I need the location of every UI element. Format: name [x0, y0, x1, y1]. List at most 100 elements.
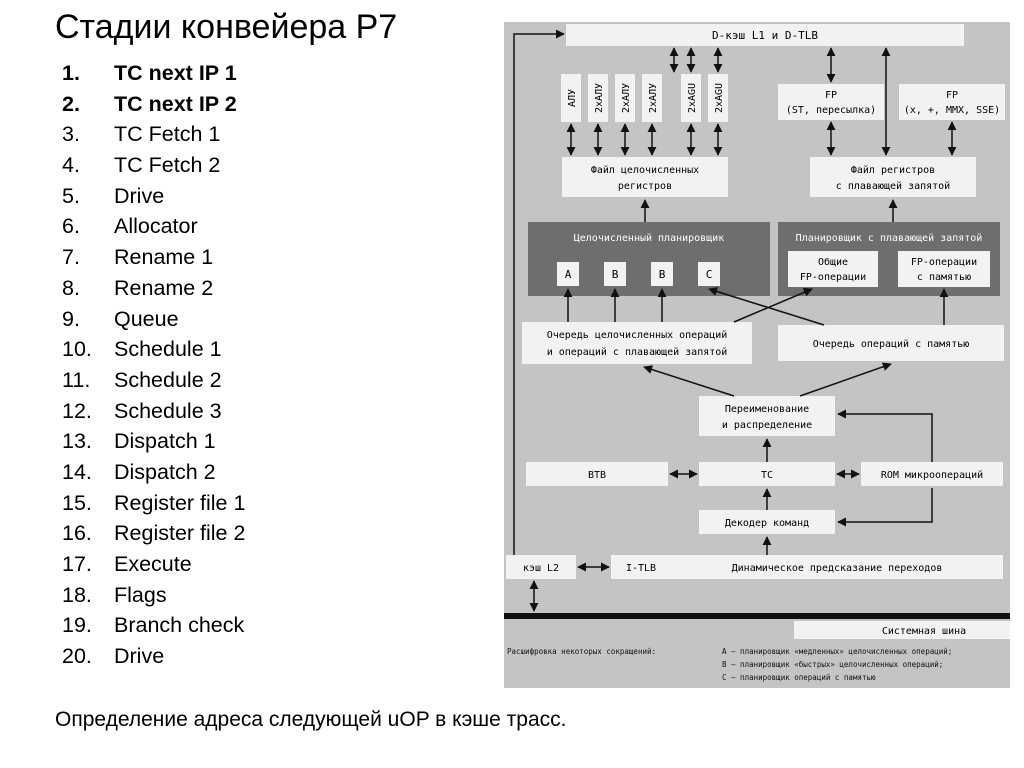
sched-box-c: C — [698, 262, 720, 286]
stage-label: Register file 2 — [114, 521, 246, 546]
pipeline-stage-item: 4. TC Fetch 2 — [62, 150, 245, 181]
stage-label: Rename 1 — [114, 245, 214, 270]
svg-text:2хAGU: 2хAGU — [714, 83, 725, 113]
svg-text:ROM микроопераций: ROM микроопераций — [881, 469, 983, 481]
svg-text:регистров: регистров — [618, 181, 672, 192]
stage-label: Branch check — [114, 613, 245, 638]
legend-item: A – планировщик «медленных» целочисленны… — [722, 647, 952, 656]
l2-cache-box: кэш L2 — [506, 555, 576, 579]
fp-common-ops: Общие FP-операции — [788, 251, 878, 287]
stage-label: Execute — [114, 552, 192, 576]
stage-label: Rename 2 — [114, 275, 214, 300]
stage-number: 17. — [62, 552, 92, 576]
pipeline-stage-item: 1. TC next IP 1 — [62, 58, 245, 89]
pipeline-stage-item: 14.Dispatch 2 — [62, 457, 245, 488]
svg-text:B: B — [612, 268, 619, 281]
pipeline-stage-item: 5.Drive — [62, 181, 245, 212]
svg-text:FP-операции: FP-операции — [800, 272, 866, 283]
legend-title: Расшифровка некоторых сокращений: — [507, 647, 656, 656]
stage-label: Drive — [114, 183, 165, 208]
stage-number: 2. — [62, 91, 80, 116]
stage-label: TC Fetch 2 — [114, 153, 221, 178]
stage-number: 14. — [62, 459, 92, 484]
stage-label: Schedule 2 — [114, 367, 222, 392]
pipeline-stage-item: 13. Dispatch 1 — [62, 426, 245, 457]
pipeline-stage-item: 12.Schedule 3 — [62, 396, 245, 427]
sched-box-a: A — [557, 262, 579, 286]
stage-number: 13. — [62, 429, 92, 454]
svg-text:Переименование: Переименование — [725, 404, 809, 415]
dcache-box: D-кэш L1 и D-TLB — [566, 24, 964, 46]
stage-number: 10. — [62, 337, 92, 362]
slide-title: Стадии конвейера P7 — [55, 8, 398, 46]
fp-unit-store: FP (ST, пересылка) — [778, 84, 884, 120]
stage-number: 15. — [62, 490, 92, 515]
svg-text:Системная шина: Системная шина — [882, 626, 966, 637]
system-bus-line — [504, 613, 1010, 619]
pipeline-stage-item: 9.Queue — [62, 304, 245, 335]
stage-number: 4. — [62, 153, 80, 178]
stage-label: TC next IP 2 — [114, 91, 237, 116]
svg-text:A: A — [565, 268, 572, 281]
pipeline-stage-item: 20.Drive — [62, 641, 245, 672]
trace-cache-box: TC — [699, 462, 835, 486]
svg-text:с плавающей запятой: с плавающей запятой — [836, 180, 950, 192]
svg-text:BTB: BTB — [588, 470, 606, 481]
stage-label: TC Fetch 1 — [114, 122, 221, 147]
alu-unit: 2хАЛУ — [615, 74, 635, 122]
fp-unit-alu: FP (x, +, MMX, SSE) — [899, 84, 1005, 120]
svg-text:C: C — [706, 268, 713, 281]
svg-text:(ST, пересылка): (ST, пересылка) — [786, 105, 876, 116]
svg-text:Целочисленный планировщик: Целочисленный планировщик — [574, 232, 725, 244]
stage-label: Queue — [114, 306, 179, 331]
svg-text:FP: FP — [825, 90, 837, 101]
stage-number: 1. — [62, 61, 80, 85]
stage-label: Dispatch 1 — [114, 429, 216, 454]
svg-text:2хАЛУ: 2хАЛУ — [648, 83, 659, 113]
alu-unit: АЛУ — [561, 74, 581, 122]
pipeline-stage-item: 10.Schedule 1 — [62, 334, 245, 365]
svg-text:Файл целочисленных: Файл целочисленных — [591, 164, 699, 176]
svg-text:с памятью: с памятью — [917, 272, 971, 283]
sched-box-b2: B — [651, 262, 673, 286]
agu-unit: 2хAGU — [681, 74, 701, 122]
int-register-file: Файл целочисленных регистров — [562, 157, 728, 197]
svg-text:Общие: Общие — [818, 256, 848, 268]
stage-number: 8. — [62, 275, 80, 300]
branch-predictor-box: Динамическое предсказание переходов — [671, 555, 1003, 579]
p7-architecture-diagram: D-кэш L1 и D-TLB АЛУ 2хАЛУ 2хАЛУ 2хАЛУ 2… — [504, 22, 1010, 688]
stage-label: Register file 1 — [114, 490, 246, 515]
system-bus-label-box: Системная шина — [794, 621, 1010, 639]
pipeline-stage-item: 2. TC next IP 2 — [62, 89, 245, 120]
pipeline-stage-item: 15. Register file 1 — [62, 488, 245, 519]
btb-box: BTB — [526, 462, 668, 486]
svg-text:Файл регистров: Файл регистров — [851, 164, 935, 176]
svg-text:I-TLB: I-TLB — [626, 563, 656, 574]
rom-microops-box: ROM микроопераций — [861, 462, 1003, 486]
svg-text:АЛУ: АЛУ — [567, 89, 578, 107]
fp-memory-ops: FP-операции с памятью — [898, 251, 990, 287]
fp-register-file: Файл регистров с плавающей запятой — [810, 157, 976, 197]
svg-text:Динамическое предсказание пере: Динамическое предсказание переходов — [732, 563, 943, 574]
svg-text:FP-операции: FP-операции — [911, 257, 977, 268]
agu-unit: 2хAGU — [708, 74, 728, 122]
pipeline-stage-item: 16.Register file 2 — [62, 518, 245, 549]
svg-text:и распределение: и распределение — [722, 420, 812, 431]
pipeline-stage-item: 19.Branch check — [62, 610, 245, 641]
stage-label: Allocator — [114, 214, 198, 239]
legend-item: B – планировщик «быстрых» целочисленных … — [722, 660, 943, 669]
alu-unit: 2хАЛУ — [588, 74, 608, 122]
stage-label: TC next IP 1 — [114, 61, 237, 85]
svg-text:TC: TC — [761, 470, 773, 481]
rename-allocate-box: Переименование и распределение — [699, 396, 835, 436]
pipeline-stage-item: 6.Allocator — [62, 211, 245, 242]
svg-text:Очередь операций с памятью: Очередь операций с памятью — [813, 338, 970, 350]
pipeline-stage-item: 7.Rename 1 — [62, 242, 245, 273]
sched-box-b1: B — [604, 262, 626, 286]
instruction-decoder-box: Декодер команд — [699, 510, 835, 534]
svg-text:FP: FP — [946, 90, 958, 101]
int-fp-queue: Очередь целочисленных операций и операци… — [522, 322, 752, 364]
legend-item: C – планировщик операций с памятью — [722, 673, 876, 682]
svg-text:Очередь целочисленных операций: Очередь целочисленных операций — [547, 329, 728, 341]
